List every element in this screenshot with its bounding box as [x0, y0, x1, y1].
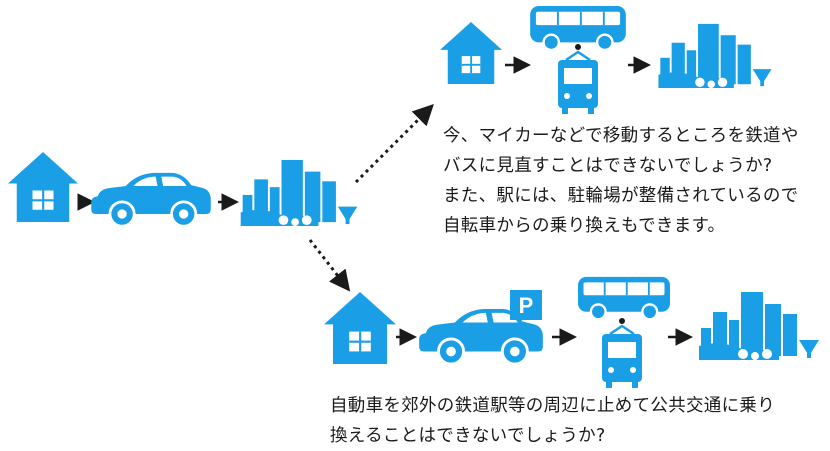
house-icon: [8, 152, 78, 222]
city-icon: [699, 292, 819, 360]
caption-line: 自転車からの乗り換えもできます。: [443, 216, 726, 236]
city-icon: [240, 159, 358, 226]
bus-icon: [578, 276, 670, 320]
bus-icon: [530, 6, 626, 50]
house-icon: [440, 22, 502, 84]
caption-line: また、駅には、駐輪場が整備されているので: [443, 186, 799, 206]
caption-line: 換えることはできないでしょうか?: [330, 426, 606, 446]
caption-line: 今、マイカーなどで移動するところを鉄道や: [443, 126, 799, 146]
caption-line: 自動車を郊外の鉄道駅等の周辺に止めて公共交通に乗り: [330, 396, 775, 416]
branch-arrow-up: [354, 104, 434, 184]
train-icon: [556, 44, 600, 114]
car-icon: [90, 172, 212, 228]
city-icon: [658, 23, 772, 88]
train-icon: [600, 318, 644, 388]
house-icon: [324, 292, 396, 364]
caption-line: バスに見直すことはできないでしょうか?: [443, 156, 773, 176]
top-caption: 今、マイカーなどで移動するところを鉄道や バスに見直すことはできないでしょうか?…: [443, 121, 799, 241]
bottom-caption: 自動車を郊外の鉄道駅等の周辺に止めて公共交通に乗り 換えることはできないでしょう…: [330, 391, 775, 451]
branch-arrow-down: [308, 239, 351, 292]
parking-letter: P: [519, 293, 534, 318]
parking-sign-icon: P: [510, 290, 542, 320]
